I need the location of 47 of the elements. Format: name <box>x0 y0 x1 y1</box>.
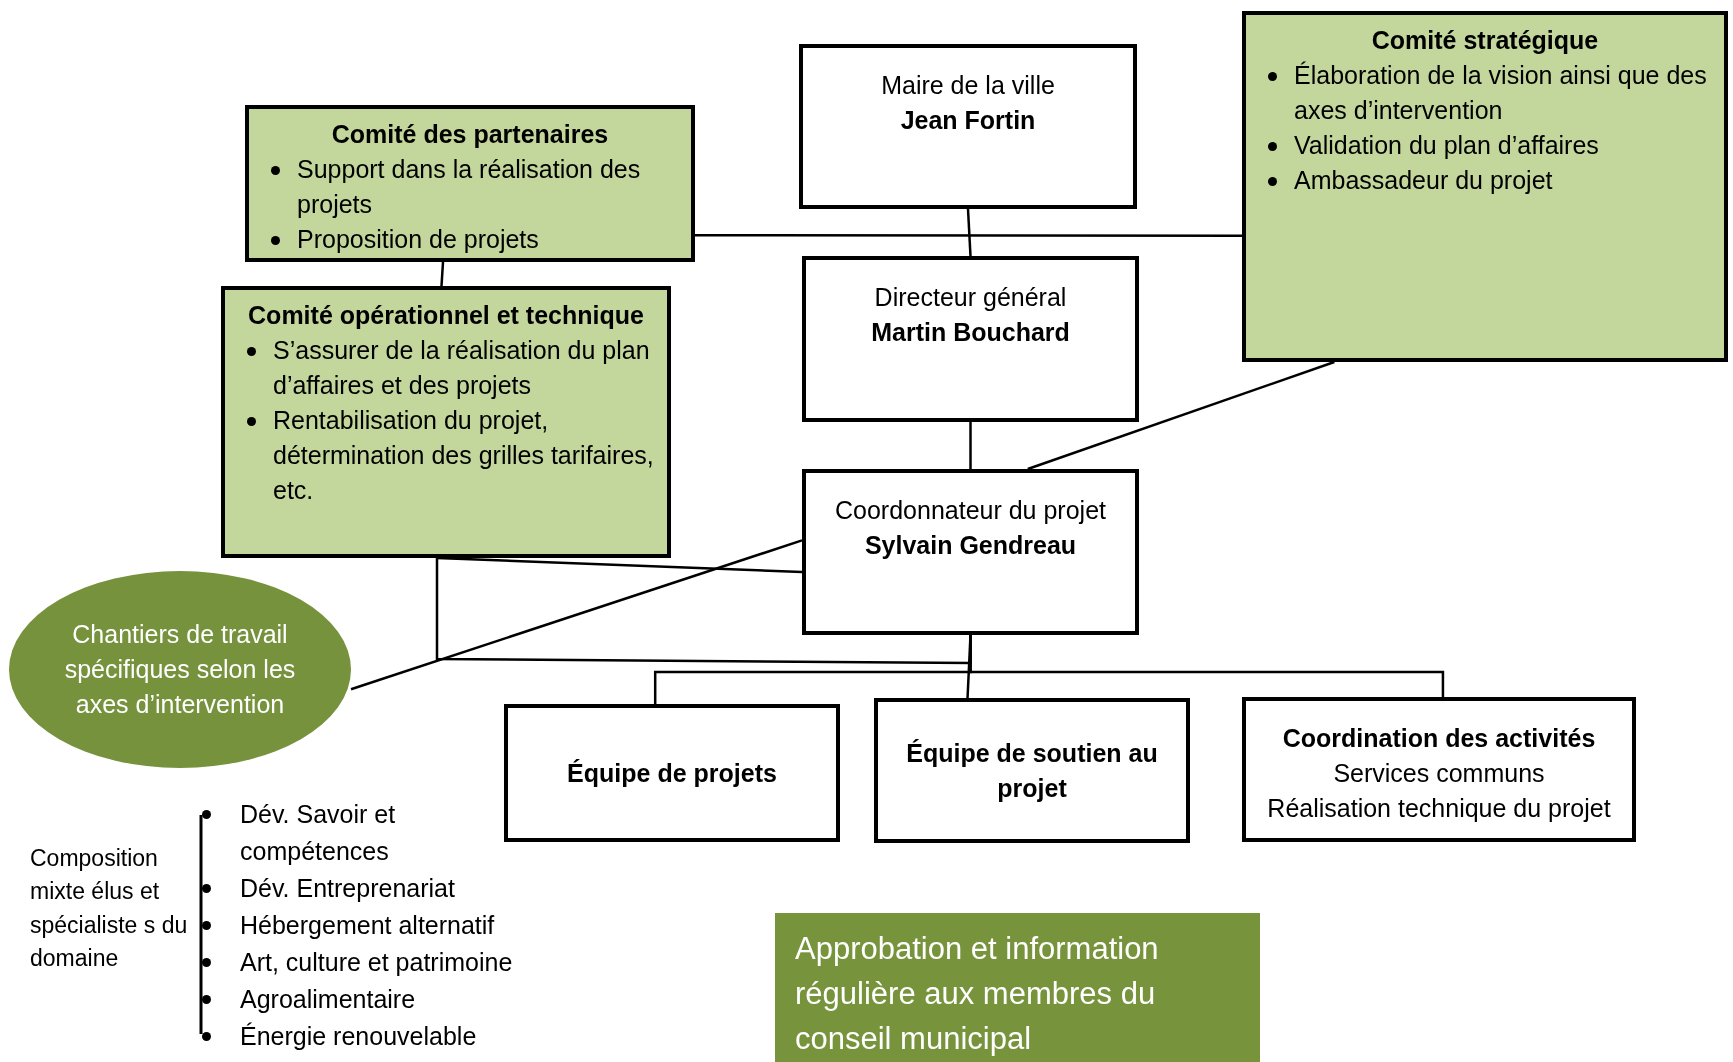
list-item: Dév. Entreprenariat <box>240 874 455 902</box>
heading-text: Martin Bouchard <box>870 317 1071 348</box>
list-item: Dév. Savoir et compétences <box>240 800 396 865</box>
bullet-text: Élaboration de la vision ainsi que des axes d’intervention <box>1294 61 1707 124</box>
body-text: Services communs <box>1332 758 1546 789</box>
body-text: Chantiers de travail spécifiques selon les axes d’intervention <box>63 619 297 720</box>
heading-text: Sylvain Gendreau <box>863 530 1078 561</box>
team-box <box>1242 697 1636 842</box>
bullet-text: S’assurer de la réalisation du plan d’affaires et des projets <box>273 336 650 399</box>
body-text: Maire de la ville <box>880 70 1056 101</box>
heading-text: Équipe de soutien au projet <box>905 737 1159 804</box>
body-text: Coordonnateur du projet <box>834 495 1107 526</box>
bullet-text: Rentabilisation du projet, détermination des grilles tarifaires, etc. <box>273 406 654 504</box>
committee-box <box>221 286 671 558</box>
heading-text: Comité stratégique <box>1370 25 1600 56</box>
connector-line <box>440 261 445 287</box>
bullet-text: Validation du plan d’affaires <box>1294 131 1599 159</box>
body-text: Approbation et information régulière aux membres du conseil municipal <box>795 930 1160 1058</box>
team-box <box>874 698 1190 843</box>
connector-line <box>350 539 803 691</box>
heading-text: Comité des partenaires <box>330 119 610 150</box>
list-item: Hébergement alternatif <box>240 911 495 939</box>
body-text: Directeur général <box>873 282 1068 313</box>
note-box <box>775 913 1260 1062</box>
list-item: Art, culture et patrimoine <box>240 948 513 976</box>
role-box <box>802 469 1139 635</box>
note-text: Composition mixte élus et spécialiste s du domaine <box>30 844 189 974</box>
heading-text: Coordination des activités <box>1281 723 1597 754</box>
heading-text: Comité opérationnel et technique <box>247 300 645 331</box>
committee-box <box>1242 11 1728 362</box>
heading-text: Équipe de projets <box>566 757 778 789</box>
team-box <box>504 704 840 842</box>
connector-line <box>966 208 972 257</box>
list-item: Énergie renouvelable <box>240 1022 477 1050</box>
bullet-text: Proposition de projets <box>297 225 539 253</box>
bullet-text: Ambassadeur du projet <box>1294 166 1553 194</box>
connector-line <box>436 556 803 574</box>
heading-text: Jean Fortin <box>899 105 1037 136</box>
committee-box <box>245 105 695 262</box>
body-text: Réalisation technique du projet <box>1266 793 1612 824</box>
connector-line <box>695 234 1242 237</box>
connector-line <box>1027 360 1335 471</box>
connector-line <box>969 422 972 469</box>
bullet-text: Support dans la réalisation des projets <box>297 155 641 218</box>
role-box <box>799 44 1137 209</box>
role-box <box>802 256 1139 422</box>
list-item: Agroalimentaire <box>240 985 416 1013</box>
